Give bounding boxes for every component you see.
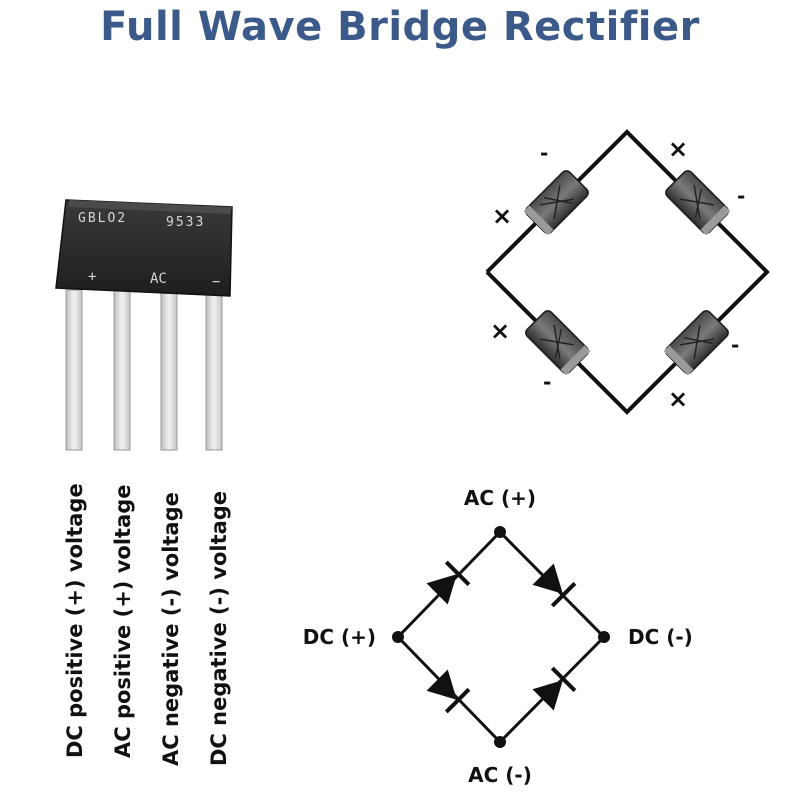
schematic-diode-bottom-right: [532, 666, 577, 711]
pin-label-dc-negative: DC negative (-) voltage: [207, 491, 231, 766]
node-label-ac-positive: AC (+): [464, 486, 536, 510]
photo-mark-plus-tl: ×: [492, 202, 512, 230]
schematic-node-right: [598, 631, 610, 643]
schematic-node-bottom: [494, 736, 506, 748]
schematic-diode-bottom-left: [426, 669, 471, 714]
photo-mark-plus-bl: ×: [490, 317, 510, 345]
bridge-wire-outline: [485, 129, 770, 415]
component-date-code: 9533: [166, 215, 205, 230]
photo-mark-minus-tr: -: [737, 184, 745, 208]
pin-label-ac-negative: AC negative (-) voltage: [159, 492, 183, 766]
component-ac-marking: AC: [150, 271, 167, 287]
photo-mark-minus-br: -: [731, 333, 739, 357]
lead-4: [205, 289, 223, 451]
pin-labels: DC positive (+) voltage AC positive (+) …: [63, 483, 231, 766]
component-leads: [65, 289, 223, 451]
bridge-rectifier-component: GBLO2 9533 + AC −: [55, 199, 233, 451]
pin-label-dc-positive: DC positive (+) voltage: [63, 483, 87, 758]
page-title: Full Wave Bridge Rectifier: [100, 4, 700, 50]
pin-label-ac-positive: AC positive (+) voltage: [111, 484, 135, 758]
photo-mark-plus-tr: ×: [668, 135, 688, 163]
photo-mark-minus-tl: -: [540, 141, 548, 165]
lead-2: [113, 289, 131, 451]
component-plus-marking: +: [88, 269, 96, 285]
photo-diode-top-left: [523, 170, 589, 236]
photo-diode-top-right: [665, 170, 731, 236]
node-label-dc-negative: DC (-): [628, 625, 693, 649]
diode-bridge-photo: - × × - × - - ×: [485, 129, 770, 415]
component-body-top: [68, 200, 232, 214]
schematic-diode-top-right: [532, 563, 577, 608]
schematic-diode-top-left: [426, 560, 471, 605]
photo-diode-bottom-right: [663, 310, 729, 376]
lead-3: [160, 289, 178, 451]
photo-mark-minus-bl: -: [543, 370, 551, 394]
photo-diode-bottom-left: [525, 310, 591, 376]
node-label-ac-negative: AC (-): [468, 763, 532, 787]
bridge-schematic: AC (+) DC (+) DC (-) AC (-): [303, 486, 693, 787]
schematic-node-left: [392, 631, 404, 643]
component-minus-marking: −: [212, 274, 220, 290]
component-part-number: GBLO2: [78, 211, 127, 226]
photo-mark-plus-br: ×: [668, 385, 688, 413]
schematic-wires: [396, 529, 607, 745]
schematic-node-top: [494, 526, 506, 538]
lead-1: [65, 289, 83, 451]
node-label-dc-positive: DC (+): [303, 625, 376, 649]
